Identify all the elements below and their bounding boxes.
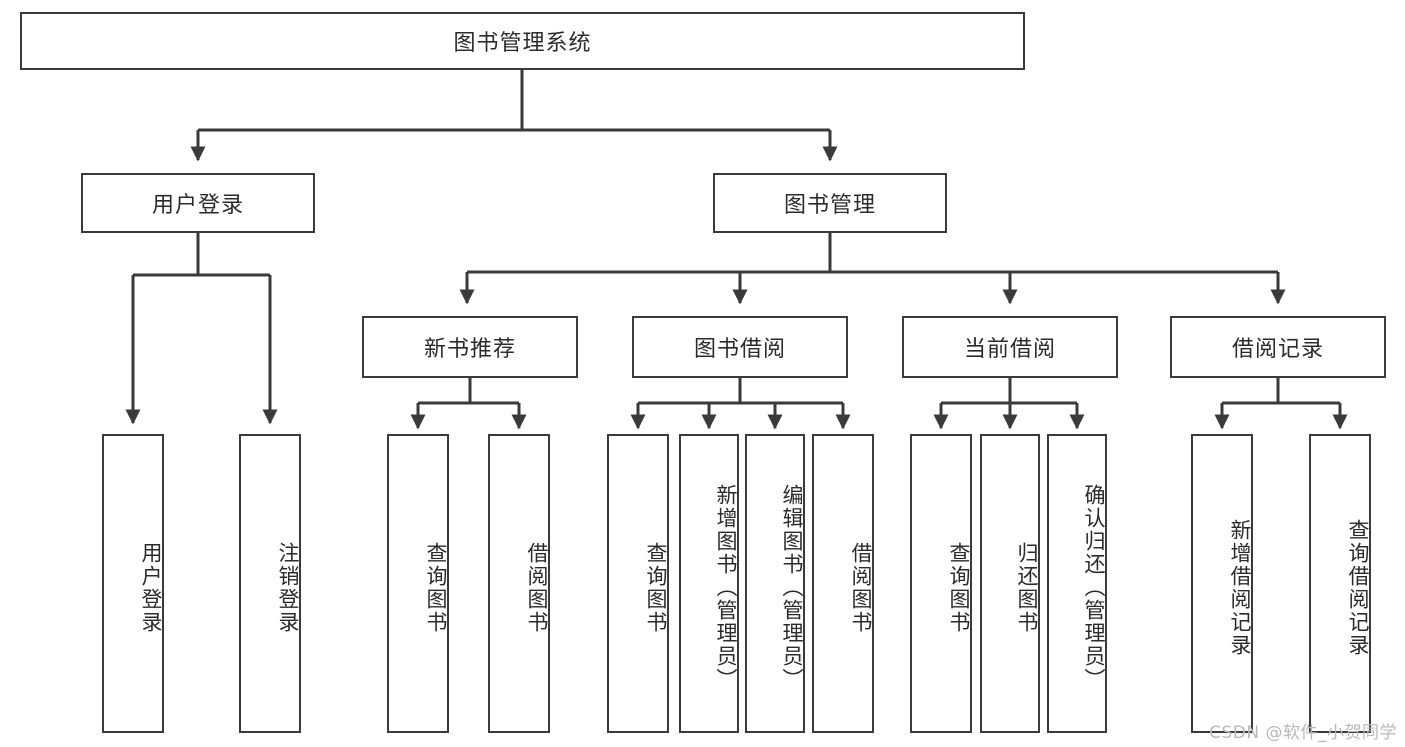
leaf-label: 查询图书 [947,541,971,634]
leaf-label: 借阅图书 [525,541,549,634]
leaf-label: 新增图书（管理员） [714,484,738,691]
node-book-borrow[interactable]: 图书借阅 [632,316,848,378]
leaf-borrow-query-book[interactable]: 查询图书 [607,434,669,733]
leaf-label: 查询图书 [424,541,448,634]
leaf-new-book-query[interactable]: 查询图书 [387,434,449,733]
node-current-borrow[interactable]: 当前借阅 [902,316,1118,378]
leaf-label: 注销登录 [276,541,300,634]
csdn-watermark: CSDN @软件_小贺同学 [1209,723,1397,743]
leaf-label: 用户登录 [139,541,163,634]
node-root-label: 图书管理系统 [453,31,592,56]
node-current-borrow-label: 当前借阅 [963,337,1056,362]
node-book-borrow-label: 图书借阅 [693,337,786,362]
node-user-login-label: 用户登录 [151,193,244,218]
leaf-label: 编辑图书（管理员） [780,484,804,691]
node-user-login[interactable]: 用户登录 [81,173,315,233]
leaf-label: 确认归还（管理员） [1082,484,1106,691]
node-book-management-label: 图书管理 [783,193,876,218]
leaf-label: 查询图书 [644,541,668,634]
leaf-label: 查询借阅记录 [1346,518,1370,657]
leaf-borrow-borrow-book[interactable]: 借阅图书 [812,434,874,733]
leaf-current-query-book[interactable]: 查询图书 [910,434,972,733]
node-new-book-recommend-label: 新书推荐 [423,337,516,362]
leaf-new-book-borrow[interactable]: 借阅图书 [488,434,550,733]
node-new-book-recommend[interactable]: 新书推荐 [362,316,578,378]
leaf-borrow-add-book-admin[interactable]: 新增图书（管理员） [679,434,739,733]
leaf-label: 借阅图书 [849,541,873,634]
leaf-user-login-signout[interactable]: 注销登录 [239,434,301,733]
leaf-borrow-edit-book-admin[interactable]: 编辑图书（管理员） [745,434,805,733]
leaf-record-add[interactable]: 新增借阅记录 [1191,434,1253,733]
node-borrow-record[interactable]: 借阅记录 [1170,316,1386,378]
node-borrow-record-label: 借阅记录 [1231,337,1324,362]
node-book-management[interactable]: 图书管理 [713,173,947,233]
leaf-label: 新增借阅记录 [1228,518,1252,657]
leaf-current-return-book[interactable]: 归还图书 [980,434,1040,733]
leaf-label: 归还图书 [1015,541,1039,634]
leaf-record-query[interactable]: 查询借阅记录 [1309,434,1371,733]
leaf-current-confirm-return-admin[interactable]: 确认归还（管理员） [1047,434,1107,733]
leaf-user-login-signin[interactable]: 用户登录 [102,434,164,733]
node-root[interactable]: 图书管理系统 [20,12,1025,70]
